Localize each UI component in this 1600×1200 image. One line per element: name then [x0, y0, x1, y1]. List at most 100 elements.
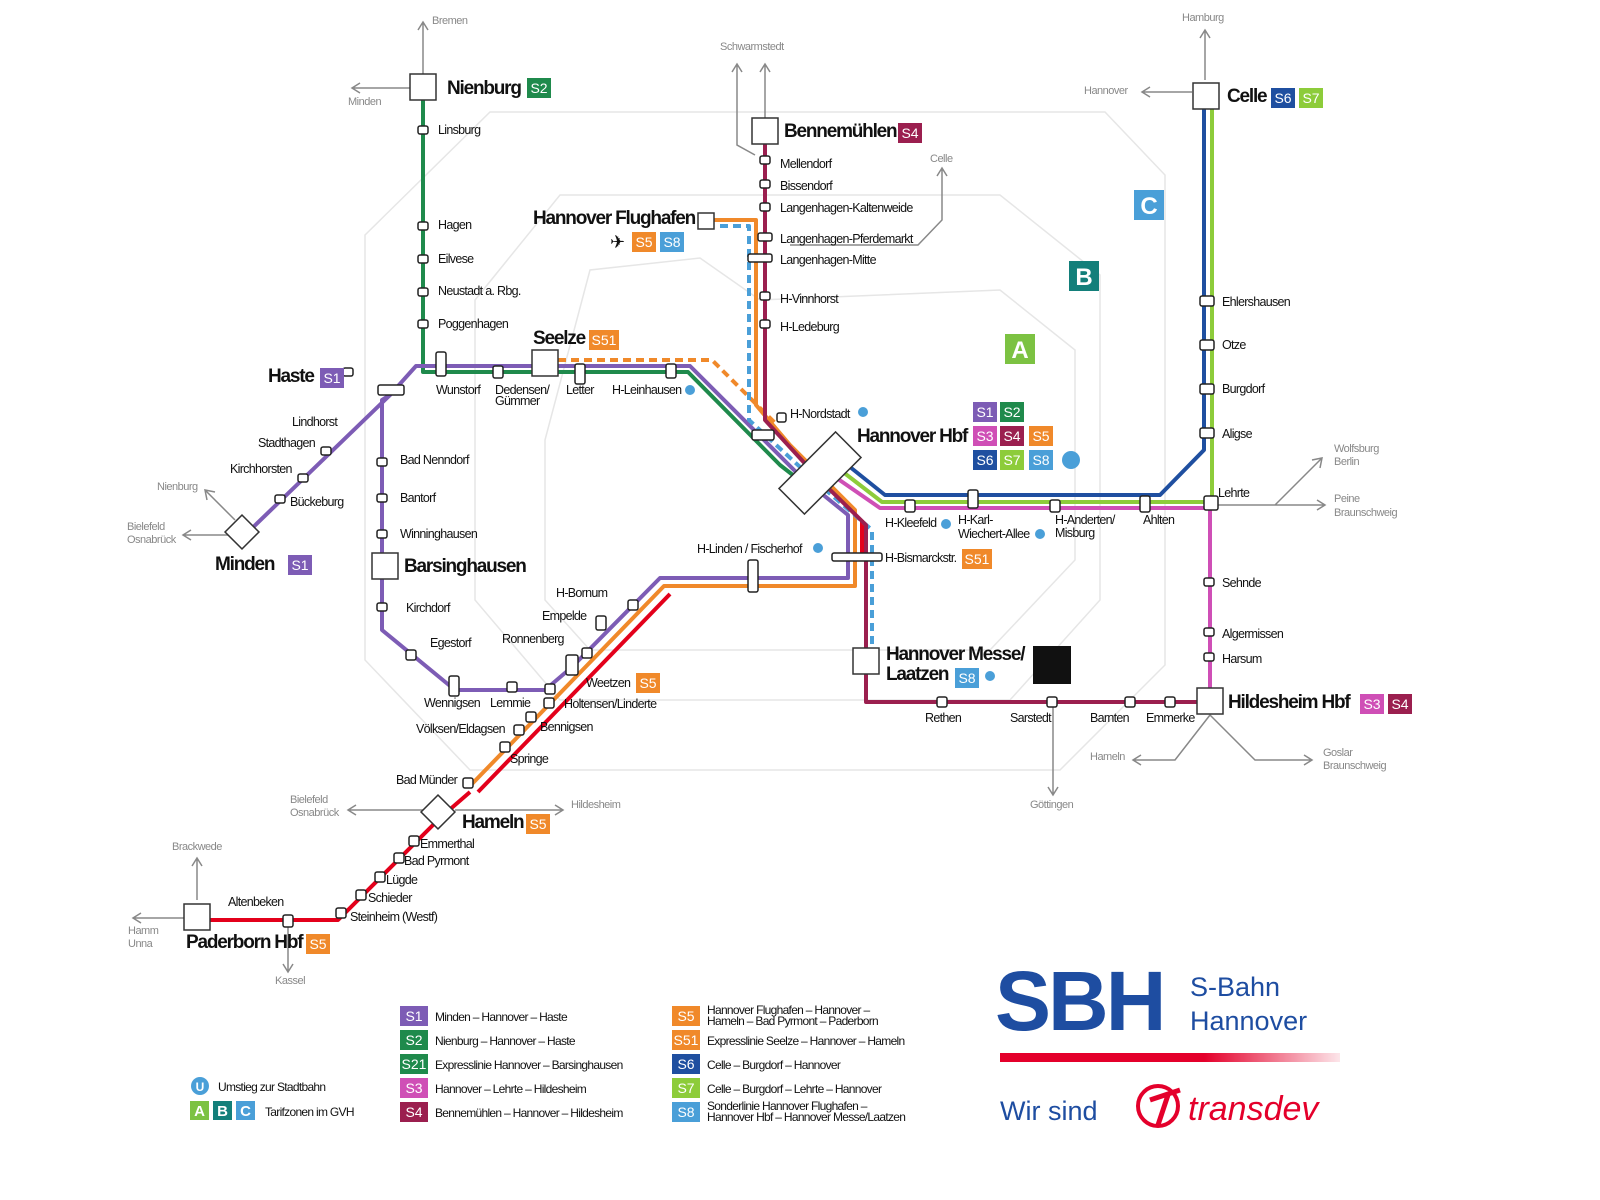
station-marker[interactable]	[1199, 295, 1215, 307]
station-marker[interactable]	[543, 697, 555, 709]
station-marker[interactable]	[376, 457, 388, 467]
station-marker[interactable]	[776, 412, 787, 423]
station-marker[interactable]	[405, 649, 417, 661]
station-marker[interactable]	[342, 367, 354, 377]
station-marker-minden[interactable]	[223, 513, 261, 551]
station-marker[interactable]	[506, 681, 518, 693]
station-marker[interactable]	[831, 552, 883, 562]
line-badge-s51[interactable]: S51	[962, 549, 992, 569]
station-marker[interactable]	[595, 615, 607, 631]
line-badge-s51[interactable]: S51	[589, 330, 619, 350]
station-marker[interactable]	[274, 494, 286, 504]
line-badge-s5[interactable]: S5	[526, 814, 550, 834]
station-marker-celle[interactable]	[1192, 82, 1220, 110]
station-marker[interactable]	[376, 493, 388, 503]
station-marker-flughafen[interactable]	[697, 212, 715, 230]
station-marker[interactable]	[417, 254, 429, 264]
station-marker[interactable]	[335, 907, 347, 919]
station-marker[interactable]	[1203, 495, 1219, 511]
line-badge-s7[interactable]: S7	[1299, 88, 1323, 108]
station-marker[interactable]	[759, 202, 771, 212]
station-marker[interactable]	[936, 696, 948, 708]
station-marker[interactable]	[1049, 499, 1061, 513]
station-marker[interactable]	[417, 221, 429, 231]
station-marker[interactable]	[525, 711, 537, 723]
station-marker[interactable]	[544, 683, 556, 695]
station-marker[interactable]	[435, 351, 447, 377]
station-marker[interactable]	[374, 871, 386, 883]
station-marker[interactable]	[282, 914, 294, 928]
station-marker[interactable]	[1199, 339, 1215, 351]
line-badge-s3[interactable]: S3	[1360, 694, 1384, 714]
station-marker[interactable]	[417, 287, 429, 297]
line-badge-s5[interactable]: S5	[306, 934, 330, 954]
station-marker[interactable]	[759, 319, 771, 329]
station-marker-hildesheim[interactable]	[1196, 687, 1224, 715]
line-badge-s21[interactable]: S21	[400, 1054, 428, 1074]
station-marker[interactable]	[377, 384, 405, 396]
station-marker[interactable]	[759, 155, 771, 165]
line-badge-s4[interactable]: S4	[400, 1102, 428, 1122]
line-badge-s2[interactable]: S2	[527, 78, 551, 98]
line-badge-s8[interactable]: S8	[660, 232, 684, 252]
line-badge-s51[interactable]: S51	[672, 1030, 700, 1050]
station-marker[interactable]	[747, 559, 759, 593]
line-badge-s8[interactable]: S8	[672, 1102, 700, 1122]
station-marker[interactable]	[320, 446, 332, 456]
station-marker[interactable]	[513, 724, 525, 736]
station-marker[interactable]	[747, 253, 773, 263]
station-marker-seelze[interactable]	[531, 349, 559, 377]
line-badge-s7[interactable]: S7	[1000, 450, 1024, 470]
line-badge-s7[interactable]: S7	[672, 1078, 700, 1098]
line-badge-s1[interactable]: S1	[400, 1006, 428, 1026]
station-marker[interactable]	[759, 179, 771, 189]
line-badge-s4[interactable]: S4	[1000, 426, 1024, 446]
line-badge-s5[interactable]: S5	[636, 673, 660, 693]
station-marker[interactable]	[492, 365, 504, 379]
line-badge-s6[interactable]: S6	[672, 1054, 700, 1074]
station-marker[interactable]	[297, 473, 309, 483]
station-marker[interactable]	[904, 499, 916, 513]
station-marker[interactable]	[1164, 696, 1176, 708]
line-badge-s1[interactable]: S1	[320, 368, 344, 388]
station-marker[interactable]	[376, 602, 388, 612]
station-marker[interactable]	[1203, 577, 1215, 587]
station-marker[interactable]	[627, 599, 639, 611]
line-badge-s3[interactable]: S3	[400, 1078, 428, 1098]
station-marker[interactable]	[355, 889, 367, 901]
line-badge-s5[interactable]: S5	[1029, 426, 1053, 446]
line-badge-s6[interactable]: S6	[1271, 88, 1295, 108]
station-marker[interactable]	[1199, 427, 1215, 439]
station-marker[interactable]	[751, 429, 775, 441]
line-badge-s4[interactable]: S4	[898, 123, 922, 143]
station-marker[interactable]	[408, 835, 420, 847]
line-badge-s4[interactable]: S4	[1388, 694, 1412, 714]
station-marker[interactable]	[1199, 383, 1215, 395]
station-marker[interactable]	[417, 319, 429, 329]
station-marker[interactable]	[499, 741, 511, 753]
station-marker-nienburg[interactable]	[409, 73, 437, 101]
station-marker-bennemuehlen[interactable]	[751, 117, 779, 145]
station-marker[interactable]	[462, 777, 474, 789]
line-badge-s6[interactable]: S6	[973, 450, 997, 470]
station-marker[interactable]	[757, 232, 773, 242]
station-marker-messe[interactable]	[852, 647, 880, 675]
station-marker[interactable]	[967, 489, 979, 509]
station-marker[interactable]	[393, 852, 405, 864]
station-marker[interactable]	[417, 125, 429, 135]
station-marker[interactable]	[1124, 696, 1136, 708]
station-marker-barsinghausen[interactable]	[371, 552, 399, 580]
station-marker-hameln[interactable]	[419, 793, 457, 831]
station-marker[interactable]	[565, 654, 579, 676]
station-marker[interactable]	[759, 291, 771, 301]
station-marker[interactable]	[448, 675, 460, 697]
station-marker-hannover-hbf[interactable]	[777, 430, 863, 516]
line-badge-s2[interactable]: S2	[400, 1030, 428, 1050]
station-marker[interactable]	[1203, 652, 1215, 662]
station-marker[interactable]	[376, 529, 388, 539]
station-marker[interactable]	[574, 363, 586, 385]
line-badge-s3[interactable]: S3	[973, 426, 997, 446]
station-marker[interactable]	[581, 647, 593, 659]
line-badge-s8[interactable]: S8	[955, 668, 979, 688]
line-badge-s5[interactable]: S5	[632, 232, 656, 252]
